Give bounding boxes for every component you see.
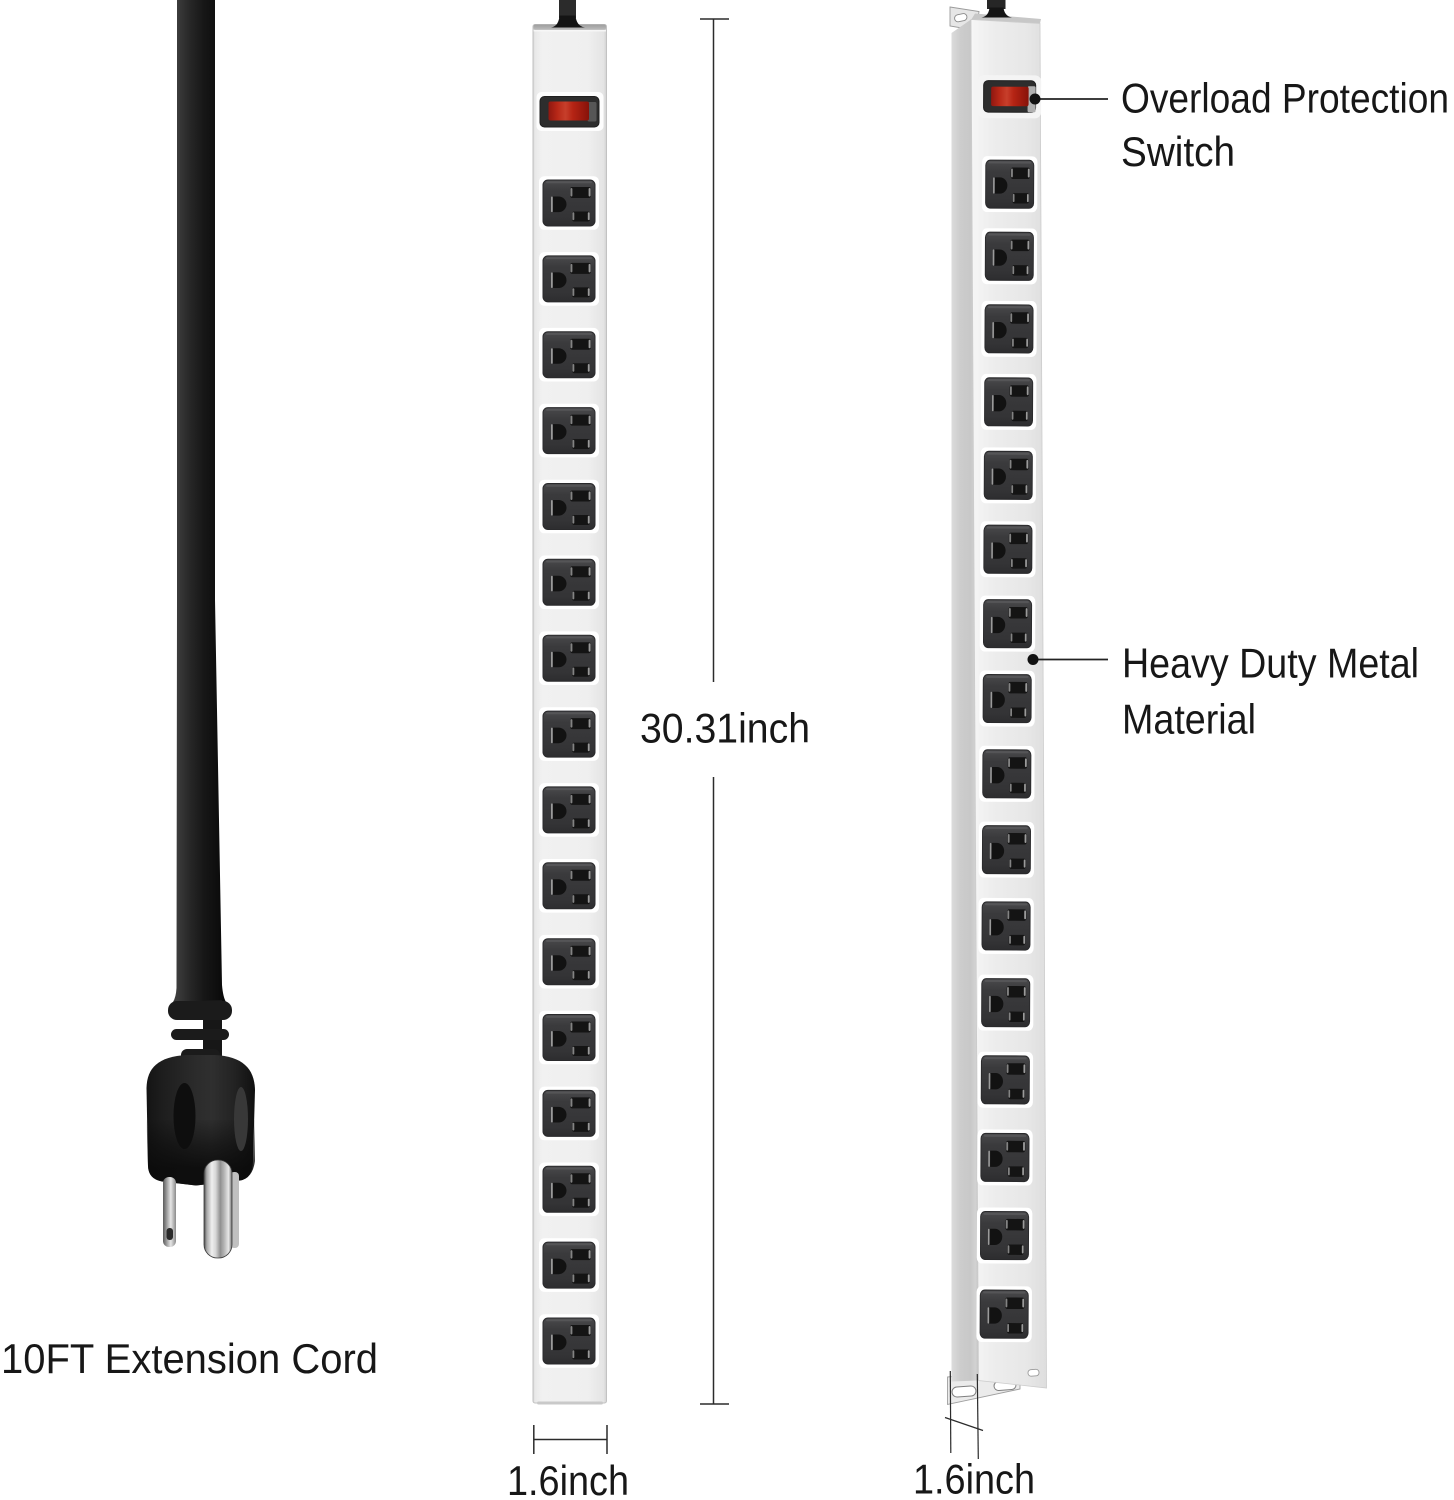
svg-text:Heavy Duty Metal: Heavy Duty Metal xyxy=(1122,640,1419,687)
svg-text:30.31inch: 30.31inch xyxy=(640,704,810,751)
svg-text:Overload Protection: Overload Protection xyxy=(1121,75,1449,122)
svg-text:10FT Extension Cord: 10FT Extension Cord xyxy=(1,1335,378,1382)
svg-text:Switch: Switch xyxy=(1121,128,1235,175)
svg-text:1.6inch: 1.6inch xyxy=(507,1457,629,1500)
svg-text:1.6inch: 1.6inch xyxy=(913,1456,1035,1500)
svg-text:Material: Material xyxy=(1122,696,1256,743)
